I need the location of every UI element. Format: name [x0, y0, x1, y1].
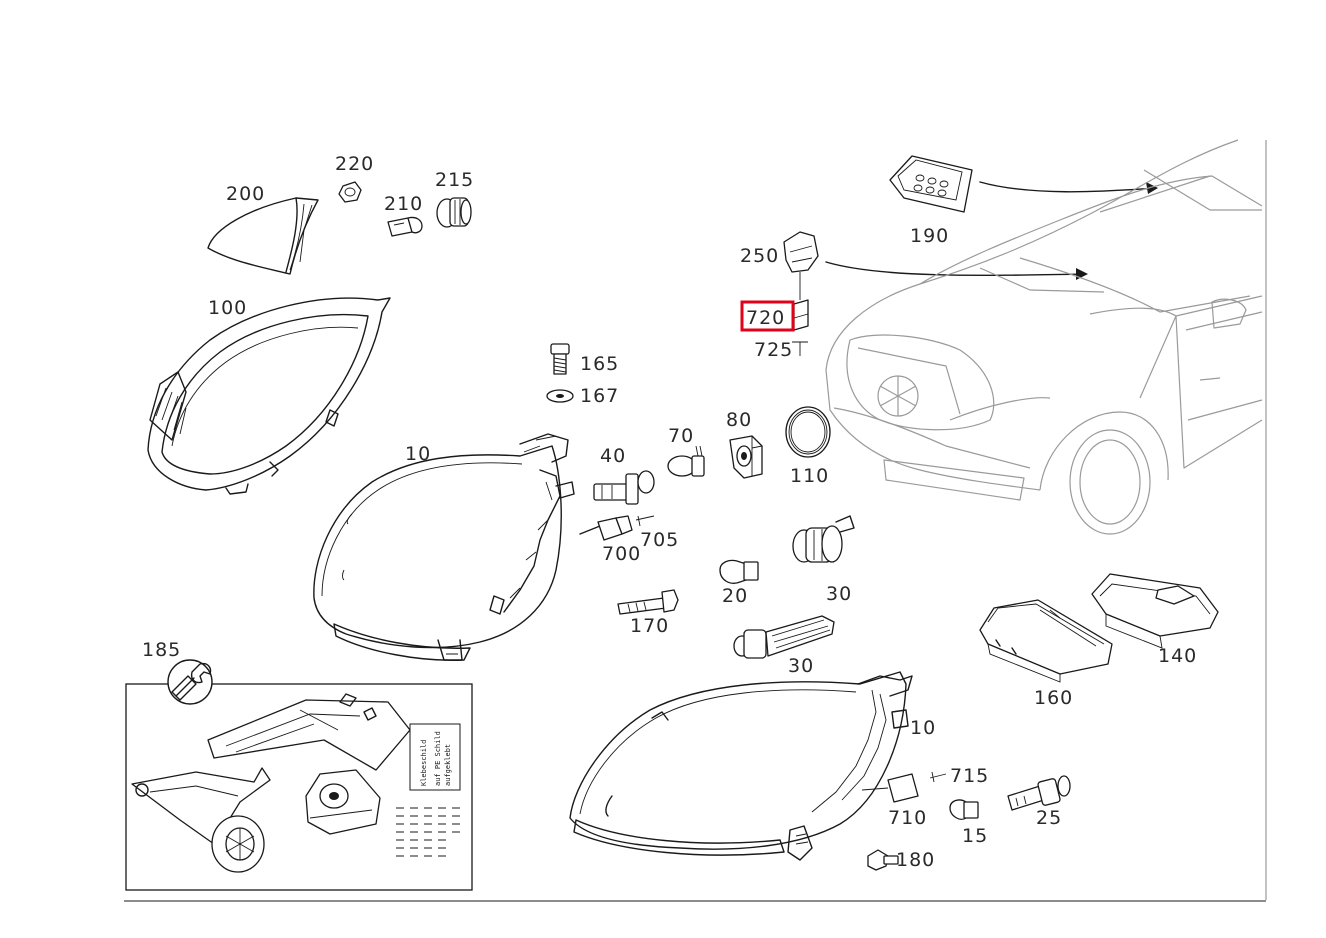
label-160: 160 [1034, 687, 1073, 709]
part-167-washer[interactable] [546, 389, 574, 403]
part-160-control-unit[interactable] [979, 599, 1113, 683]
part-40-bulb[interactable] [593, 470, 655, 505]
part-725-clip[interactable] [792, 341, 808, 356]
label-185: 185 [142, 639, 181, 661]
label-720[interactable]: 720 [746, 307, 785, 329]
label-110: 110 [790, 465, 829, 487]
label-250: 250 [740, 245, 779, 267]
label-25: 25 [1036, 807, 1062, 829]
label-15: 15 [962, 825, 988, 847]
label-180: 180 [896, 849, 935, 871]
frame [124, 140, 1267, 902]
part-180-screw[interactable] [867, 849, 899, 871]
part-70-bulb[interactable] [667, 445, 705, 477]
part-20-bulb[interactable] [719, 559, 759, 584]
kit-label-text: Klebeschild [420, 740, 428, 786]
kit-label-subtext-1: auf PE Schild [434, 731, 442, 786]
part-30-socket-lower[interactable] [733, 615, 835, 659]
part-715-clip[interactable] [929, 771, 947, 783]
label-167: 167 [580, 385, 619, 407]
label-715: 715 [950, 765, 989, 787]
part-215-socket[interactable] [436, 197, 472, 228]
label-725: 725 [754, 339, 793, 361]
label-705: 705 [640, 529, 679, 551]
part-210-bulb[interactable] [387, 216, 423, 237]
kit-label-subtext-2: aufgeklebt [444, 744, 452, 786]
kit-screws [396, 807, 460, 857]
part-30-socket-upper[interactable] [792, 515, 855, 563]
part-110-cap[interactable] [785, 406, 831, 458]
part-190-module[interactable] [889, 155, 1158, 213]
part-250-sensor[interactable] [783, 231, 1088, 300]
label-20: 20 [722, 585, 748, 607]
part-80-socket[interactable] [729, 435, 763, 479]
label-10-upper: 10 [405, 443, 431, 465]
part-200-cover[interactable] [207, 197, 319, 275]
part-700-connector[interactable] [579, 515, 633, 541]
highlight-box-720 [740, 300, 795, 332]
label-190: 190 [910, 225, 949, 247]
label-30-lower: 30 [788, 655, 814, 677]
label-215: 215 [435, 169, 474, 191]
part-165-bolt[interactable] [550, 343, 570, 375]
car-illustration [825, 139, 1263, 535]
part-705-clip[interactable] [635, 515, 655, 527]
part-10-headlamp-upper[interactable] [313, 433, 575, 661]
label-10-lower: 10 [910, 717, 936, 739]
part-25-bulb[interactable] [1007, 775, 1071, 811]
label-80: 80 [726, 409, 752, 431]
label-70: 70 [668, 425, 694, 447]
label-170: 170 [630, 615, 669, 637]
part-100-frame[interactable] [147, 297, 391, 495]
part-140-control-unit[interactable] [1091, 573, 1219, 649]
part-220-nut[interactable] [338, 181, 362, 203]
part-10-headlamp-lower[interactable] [569, 671, 913, 861]
label-100: 100 [208, 297, 247, 319]
part-15-bulb[interactable] [949, 799, 979, 820]
part-720-bracket[interactable] [793, 299, 809, 331]
label-40: 40 [600, 445, 626, 467]
wrench-icon [167, 659, 213, 705]
label-165: 165 [580, 353, 619, 375]
part-170-screw[interactable] [617, 589, 679, 615]
part-185-kit-box[interactable]: Klebeschild auf PE Schild aufgeklebt [125, 683, 473, 891]
label-710: 710 [888, 807, 927, 829]
label-200: 200 [226, 183, 265, 205]
label-700: 700 [602, 543, 641, 565]
label-210: 210 [384, 193, 423, 215]
label-140: 140 [1158, 645, 1197, 667]
part-710-connector[interactable] [861, 773, 919, 803]
label-30-upper: 30 [826, 583, 852, 605]
label-220: 220 [335, 153, 374, 175]
